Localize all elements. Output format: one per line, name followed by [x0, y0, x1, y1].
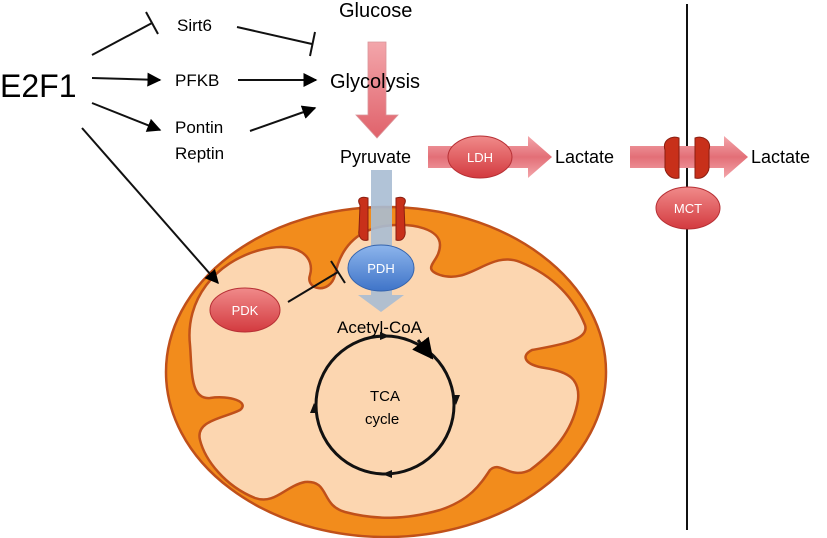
lactate-intracellular-label: Lactate: [555, 147, 614, 167]
mct-channel: [663, 136, 711, 179]
e2f1-activates-pfkb: [91, 72, 162, 87]
tca-label-line1: TCA: [370, 388, 400, 405]
mct-label: MCT: [674, 201, 702, 216]
ldh-label: LDH: [467, 150, 493, 165]
lactate-extracellular-label: Lactate: [751, 147, 810, 167]
tca-cycle: [310, 332, 460, 478]
pyruvate-import-flow-arrow: [358, 170, 404, 312]
e2f1-inhibits-sirt6: [91, 22, 153, 56]
reptin-label: Reptin: [175, 144, 224, 163]
pontin-label: Pontin: [175, 118, 223, 137]
pyruvate-label: Pyruvate: [340, 147, 411, 167]
acetyl-coa-label: Acetyl-CoA: [337, 318, 423, 337]
mitochondrion: [164, 205, 608, 538]
pontin-activates-glycolysis: [249, 105, 317, 132]
pfkb-label: PFKB: [175, 71, 219, 90]
mitochondrion-inner-membrane: [188, 223, 587, 519]
sirt6-inhibits-glycolysis: [236, 26, 313, 45]
e2f1-regulation-edges: [81, 11, 346, 303]
glycolysis-label: Glycolysis: [330, 71, 420, 93]
glycolysis-flow-arrow: [355, 41, 399, 139]
e2f1-label: E2F1: [0, 68, 76, 104]
sirt6-label: Sirt6: [177, 16, 212, 35]
e2f1-activates-pdk: [81, 127, 219, 285]
mct-flow-arrow: [630, 136, 748, 178]
pdk-enzyme: [209, 287, 281, 333]
tca-label-line2: cycle: [365, 411, 399, 428]
acetyl-coa-entry-arrow: [412, 336, 434, 360]
mitochondrial-pyruvate-carrier: [358, 196, 406, 241]
e2f1-activates-pontin: [91, 102, 162, 132]
pdk-label: PDK: [232, 303, 259, 318]
mct-transporter: [655, 186, 721, 230]
pdh-label: PDH: [367, 261, 394, 276]
glucose-label: Glucose: [339, 0, 412, 22]
pdh-enzyme: [347, 244, 415, 292]
pdk-inhibits-pdh: [287, 271, 339, 303]
ldh-enzyme: [447, 135, 513, 179]
